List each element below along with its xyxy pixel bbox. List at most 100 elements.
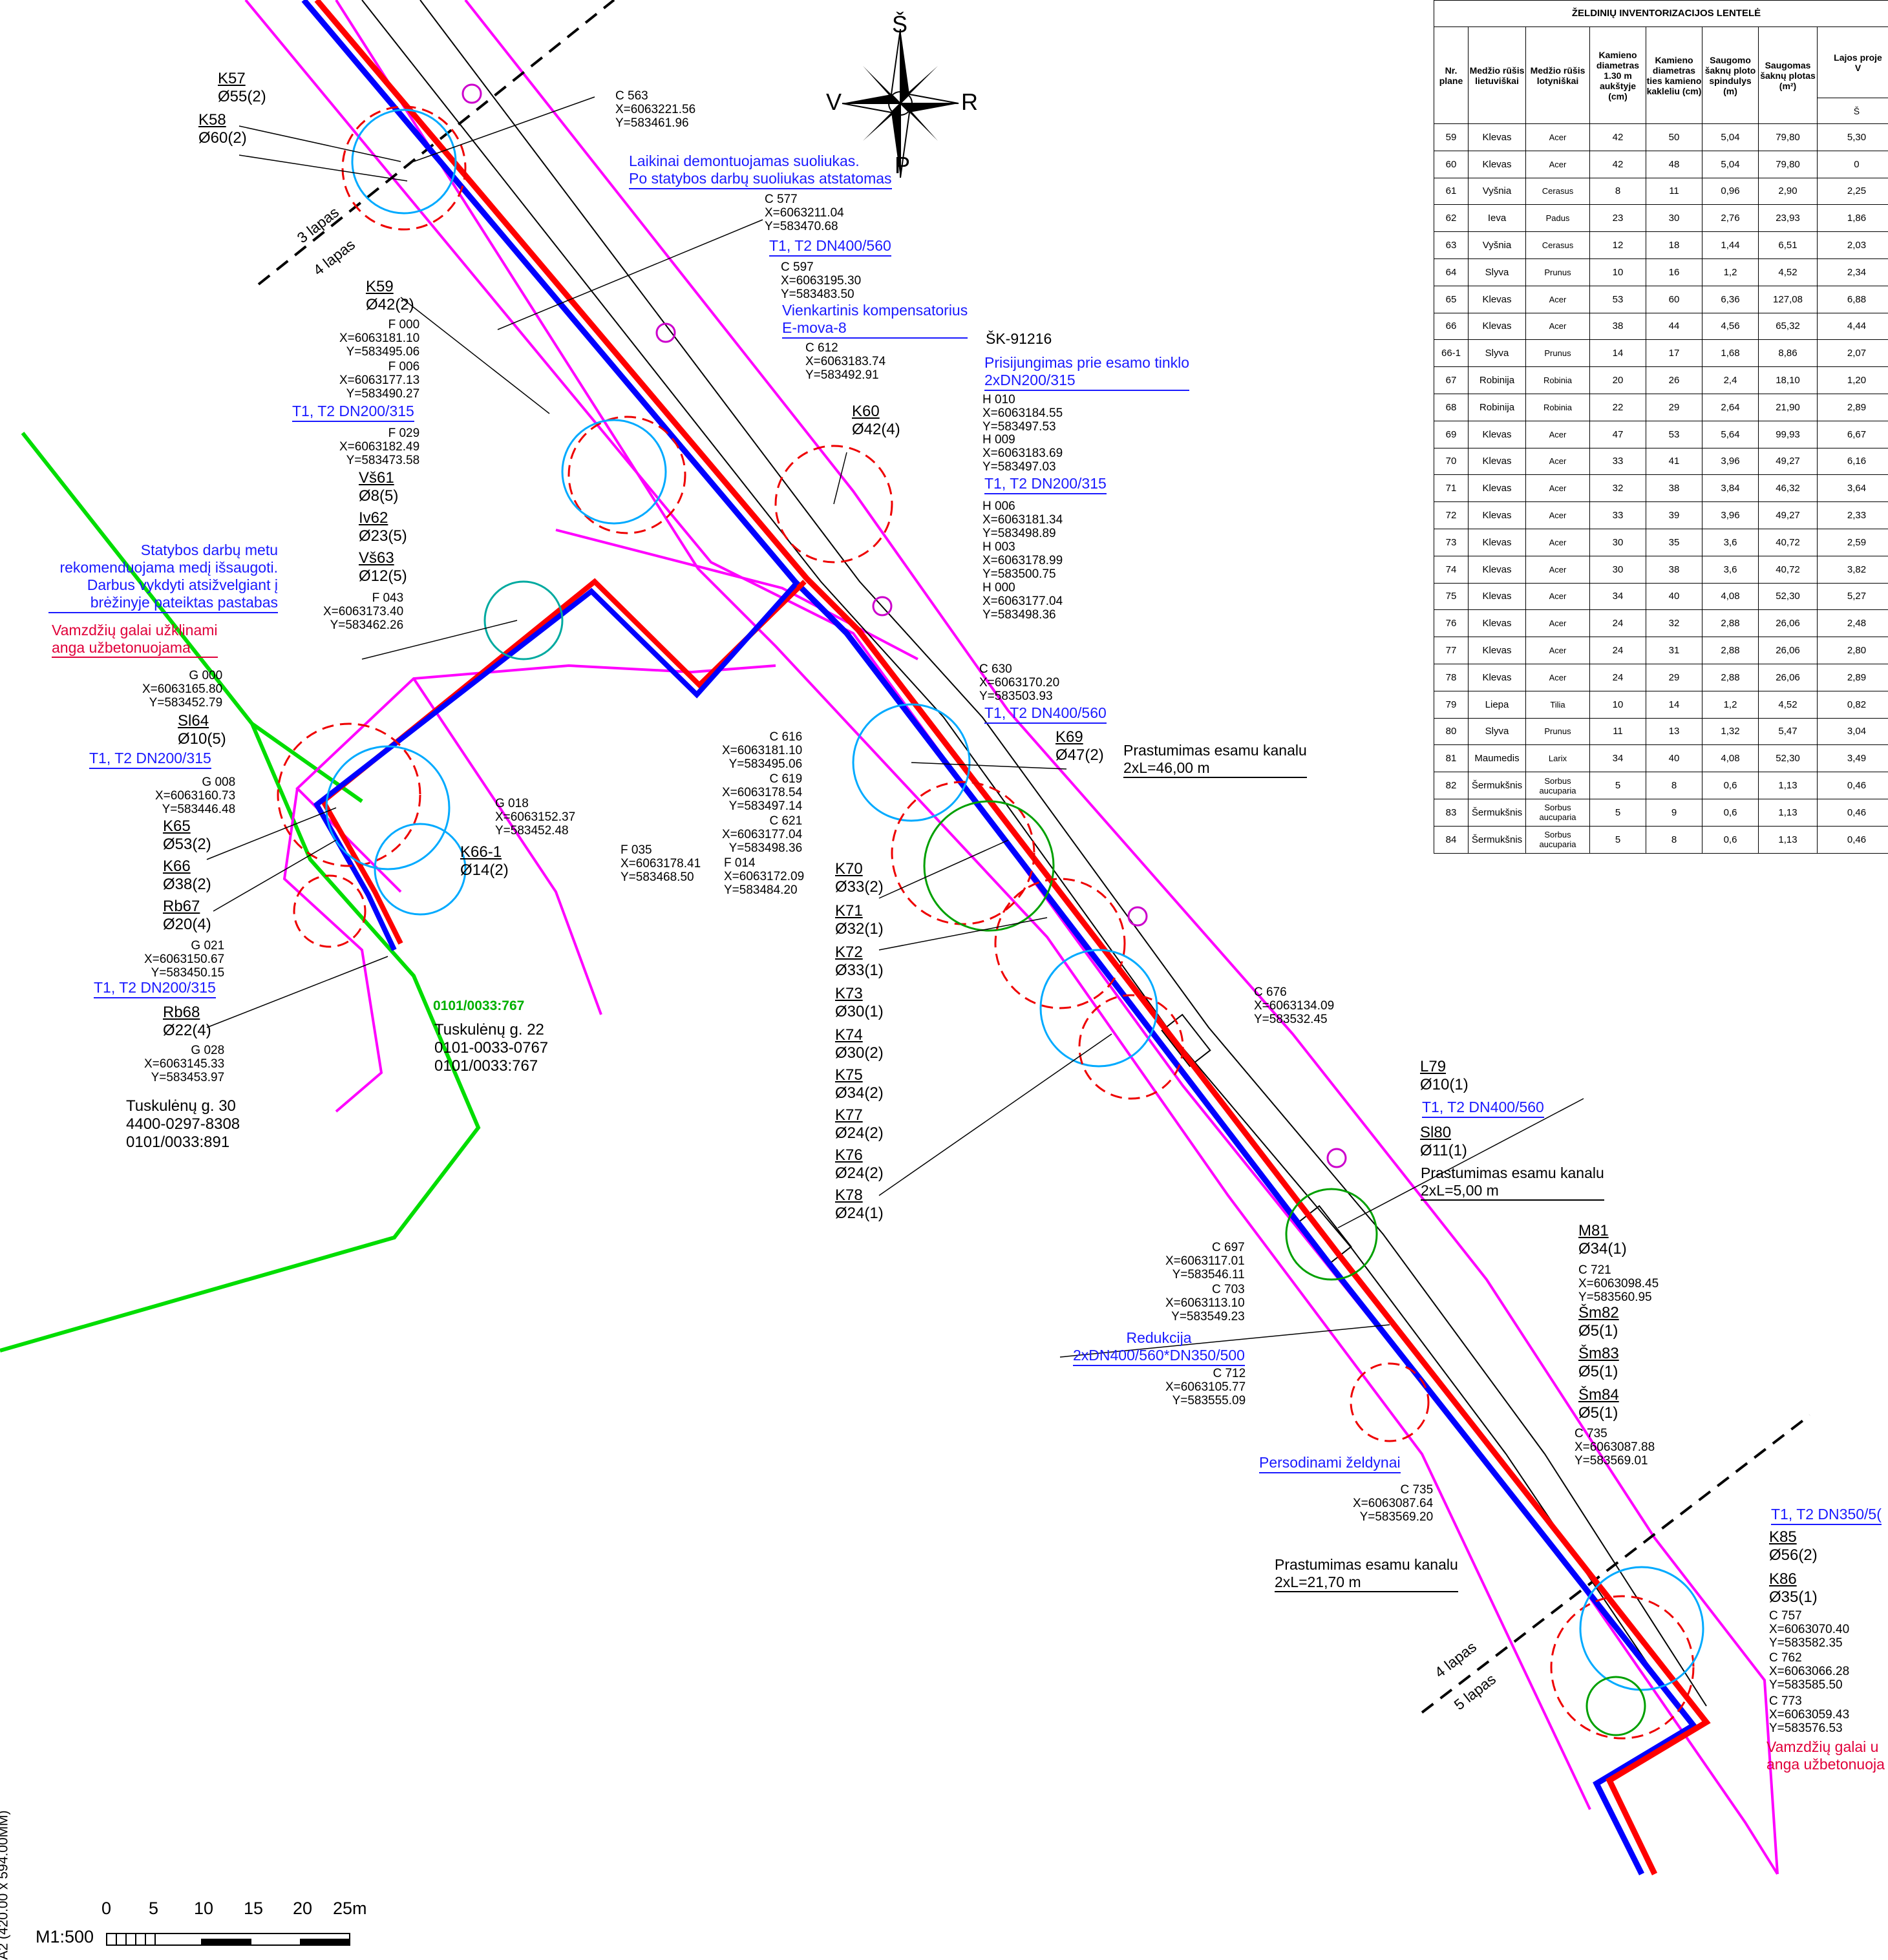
table-cell: 2,33	[1818, 502, 1888, 529]
table-cell: 8	[1590, 178, 1646, 205]
compass-west-label: V	[826, 89, 842, 115]
table-cell: Acer	[1526, 448, 1590, 475]
table-cell: 12	[1590, 232, 1646, 259]
table-cell: 32	[1590, 475, 1646, 502]
table-cell: 6,51	[1759, 232, 1818, 259]
table-cell: Ieva	[1469, 205, 1526, 232]
table-cell: Tilia	[1526, 691, 1590, 718]
table-cell: Acer	[1526, 313, 1590, 340]
table-cell: 73	[1434, 529, 1469, 556]
table-cell: 1,32	[1702, 718, 1759, 745]
table-cell: 53	[1646, 421, 1702, 448]
table-cell: Prunus	[1526, 340, 1590, 367]
table-cell: Klevas	[1469, 610, 1526, 637]
table-cell: 24	[1590, 610, 1646, 637]
table-cell: 26,06	[1759, 610, 1818, 637]
scale-tick: 15	[244, 1899, 263, 1919]
table-cell: 42	[1590, 151, 1646, 178]
table-cell: Klevas	[1469, 475, 1526, 502]
table-cell: 49,27	[1759, 448, 1818, 475]
table-cell: 5,47	[1759, 718, 1818, 745]
table-cell: 53	[1590, 286, 1646, 313]
table-cell: Acer	[1526, 529, 1590, 556]
table-cell: 5,64	[1702, 421, 1759, 448]
table-cell: 65,32	[1759, 313, 1818, 340]
table-cell: 2,64	[1702, 394, 1759, 421]
tree-inventory-table: ŽELDINIŲ INVENTORIZACIJOS LENTELĖ Nr. pl…	[1434, 0, 1888, 854]
table-cell: 3,96	[1702, 448, 1759, 475]
table-cell: Maumedis	[1469, 745, 1526, 772]
table-cell: 2,88	[1702, 637, 1759, 664]
scale-tick: 10	[194, 1899, 213, 1919]
table-cell: 24	[1590, 664, 1646, 691]
scale-tick: 5	[149, 1899, 158, 1919]
table-cell: 2,34	[1818, 258, 1888, 286]
table-cell: 4,44	[1818, 313, 1888, 340]
table-cell: 26,06	[1759, 637, 1818, 664]
table-cell: 78	[1434, 664, 1469, 691]
table-cell: 1,68	[1702, 340, 1759, 367]
table-cell: 2,88	[1702, 664, 1759, 691]
table-cell: Acer	[1526, 421, 1590, 448]
pipe-label: T1, T2 DN400/560	[1422, 1099, 1544, 1118]
table-cell: 3,6	[1702, 556, 1759, 583]
table-cell: 8,86	[1759, 340, 1818, 367]
table-cell: 23	[1590, 205, 1646, 232]
table-cell: 66	[1434, 313, 1469, 340]
scale-bar	[107, 1934, 350, 1945]
table-cell: 70	[1434, 448, 1469, 475]
table-cell: 76	[1434, 610, 1469, 637]
table-cell: 69	[1434, 421, 1469, 448]
table-cell: 2,4	[1702, 367, 1759, 394]
table-cell: 2,03	[1818, 232, 1888, 259]
table-cell: 0,46	[1818, 799, 1888, 826]
table-cell: Slyva	[1469, 718, 1526, 745]
table-cell: 79,80	[1759, 151, 1818, 178]
table-cell: 20	[1590, 367, 1646, 394]
table-cell: 6,16	[1818, 448, 1888, 475]
table-cell: 30	[1590, 529, 1646, 556]
table-cell: Klevas	[1469, 151, 1526, 178]
table-cell: 38	[1646, 556, 1702, 583]
pipe-label: T1, T2 DN400/560	[984, 704, 1107, 724]
table-cell: 0,96	[1702, 178, 1759, 205]
table-cell: Klevas	[1469, 124, 1526, 151]
table-cell: 67	[1434, 367, 1469, 394]
table-cell: 47	[1590, 421, 1646, 448]
table-cell: Acer	[1526, 637, 1590, 664]
table-header: Saugomo šaknų ploto spindulys (m)	[1702, 27, 1759, 124]
